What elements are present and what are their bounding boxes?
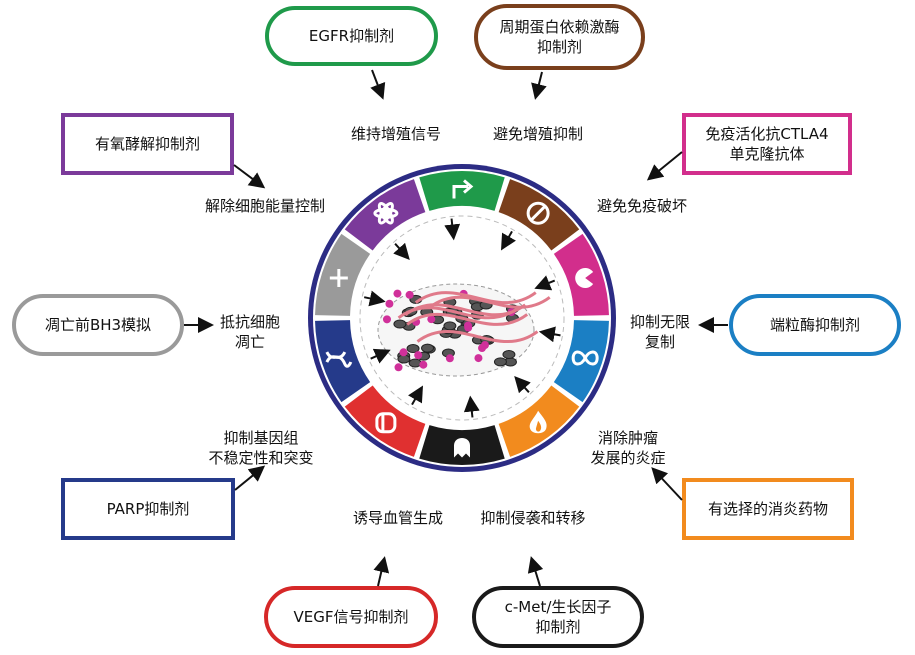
inner-arrow (463, 395, 480, 418)
label-evade-growth-suppressors: 避免增殖抑制 (492, 125, 583, 143)
label-invasion-metastasis: 抑制侵袭和转移 (480, 509, 586, 527)
cdk-inhibitor-box: 周期蛋白依赖激酶 抑制剂 (474, 4, 645, 70)
cmet-inhibitor-box: c-Met/生长因子 抑制剂 (472, 586, 644, 648)
vegf-inhibitor-box: VEGF信号抑制剂 (264, 586, 438, 648)
segment-growth-suppressor (498, 179, 580, 251)
segment-proliferation (419, 171, 505, 211)
label-tumor-inflammation: 消除肿瘤 发展的炎症 (590, 429, 666, 467)
drug-arrows (184, 69, 728, 587)
egfr-inhibitor-box: EGFR抑制剂 (265, 6, 438, 66)
inner-arrow (393, 242, 410, 261)
inner-arrow (444, 218, 461, 241)
tumor-cell-cluster (377, 283, 551, 377)
label-sustain-proliferation: 维持增殖信号 (350, 125, 441, 143)
inner-arrow (408, 385, 423, 406)
infinity-icon (571, 350, 599, 366)
inner-arrow (514, 375, 531, 394)
label-avoid-immune-destruction: 避免免疫破坏 (596, 197, 687, 215)
vessel-icon (375, 412, 397, 434)
segment-apoptosis (315, 233, 371, 316)
flame-icon (529, 410, 547, 434)
arrow-icon (452, 179, 474, 199)
parp-inhibitor-box: PARP抑制剂 (61, 478, 235, 540)
anti-inflammatory-box: 有选择的消炎药物 (682, 478, 854, 540)
inner-arrow (500, 230, 516, 251)
ghost-icon (454, 438, 470, 458)
nosign-icon (526, 201, 550, 225)
atom-icon (373, 201, 399, 225)
inner-arrow (363, 290, 386, 307)
label-genome-instability: 抑制基因组 不稳定性和突变 (208, 429, 314, 467)
ctla4-antibody-box: 免疫活化抗CTLA4 单克隆抗体 (682, 113, 852, 175)
dna-icon (325, 351, 353, 368)
pacman-icon (575, 267, 594, 288)
bh3-mimetic-box: 凋亡前BH3模拟 (12, 294, 184, 356)
label-cellular-energetics: 解除细胞能量控制 (204, 197, 325, 215)
glycolysis-inhibitor-box: 有氧酵解抑制剂 (61, 113, 234, 175)
label-replicative-immortality: 抑制无限 复制 (629, 313, 690, 351)
inner-arrow (538, 326, 561, 343)
telomerase-inhibitor-box: 端粒酶抑制剂 (729, 294, 901, 356)
label-angiogenesis: 诱导血管生成 (352, 509, 443, 527)
inner-arrow (534, 275, 556, 291)
segment-angiogenesis (344, 385, 426, 457)
cross-icon (329, 268, 348, 287)
inner-arrow (370, 348, 391, 364)
label-resist-cell-death: 抵抗细胞 凋亡 (219, 313, 280, 351)
